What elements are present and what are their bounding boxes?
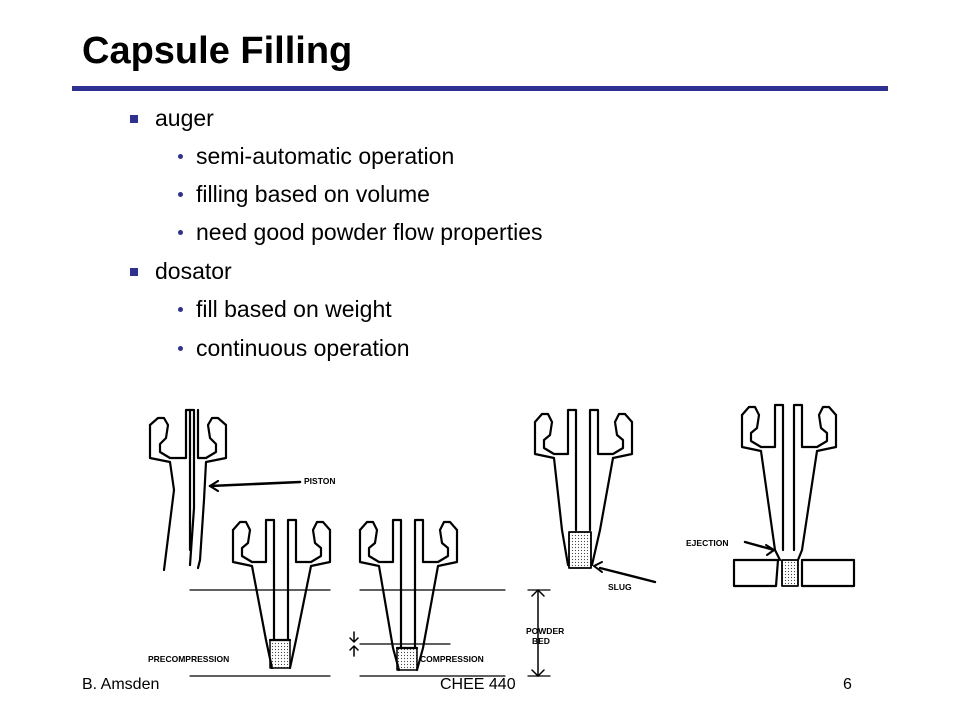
dot-bullet-icon [178, 230, 183, 235]
label-precompression: PRECOMPRESSION [148, 654, 229, 664]
footer-author: B. Amsden [82, 676, 160, 693]
sub-bullet-text: filling based on volume [196, 181, 430, 207]
label-compression: COMPRESSION [420, 654, 484, 664]
label-slug: SLUG [608, 582, 632, 592]
label-piston: PISTON [304, 476, 336, 486]
dosator-precompression-view [231, 518, 332, 670]
dosator-compression-view [358, 518, 459, 672]
title-underline [72, 86, 888, 91]
dot-bullet-icon [178, 154, 183, 159]
sub-bullet: continuous operation [178, 335, 410, 362]
dot-bullet-icon [178, 192, 183, 197]
label-ejection: EJECTION [686, 538, 729, 548]
slide-title: Capsule Filling [82, 30, 353, 72]
square-bullet-icon [130, 114, 138, 123]
footer-page-number: 6 [843, 676, 852, 693]
sub-bullet: semi-automatic operation [178, 143, 454, 170]
sub-bullet: filling based on volume [178, 181, 430, 208]
dosator-diagram: PISTON PRECOMPRESSION COMPRESSION SLUG P… [130, 390, 890, 680]
bullet-dosator: dosator [130, 258, 232, 285]
sub-bullet-text: fill based on weight [196, 296, 392, 322]
sub-bullet: need good powder flow properties [178, 219, 543, 246]
dosator-slug-view [533, 408, 634, 569]
bullet-text: dosator [155, 258, 232, 284]
bullet-auger: auger [130, 105, 214, 132]
sub-bullet-text: semi-automatic operation [196, 143, 455, 169]
square-bullet-icon [130, 267, 138, 276]
dot-bullet-icon [178, 346, 183, 351]
sub-bullet: fill based on weight [178, 296, 392, 323]
label-bed: BED [532, 636, 550, 646]
dosator-ejection-view [732, 403, 856, 588]
dosator-piston-view [148, 408, 228, 572]
bullet-text: auger [155, 105, 214, 131]
footer-course: CHEE 440 [440, 676, 516, 693]
label-powder: POWDER [526, 626, 564, 636]
sub-bullet-text: need good powder flow properties [196, 219, 543, 245]
sub-bullet-text: continuous operation [196, 335, 410, 361]
dosator-diagram-svg: PISTON PRECOMPRESSION COMPRESSION SLUG P… [148, 403, 856, 677]
dot-bullet-icon [178, 307, 183, 312]
